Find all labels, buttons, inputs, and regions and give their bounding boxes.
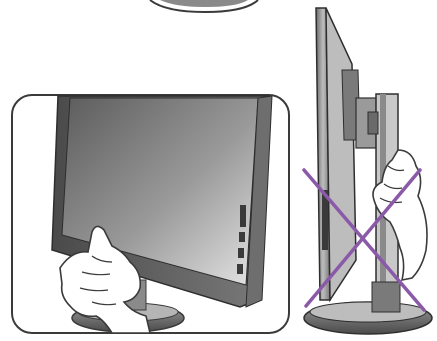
monitor-side-profile — [316, 8, 360, 300]
incorrect-handling-view — [304, 8, 432, 334]
top-stand-fragment — [150, 0, 258, 12]
correct-handling-panel — [12, 95, 289, 333]
